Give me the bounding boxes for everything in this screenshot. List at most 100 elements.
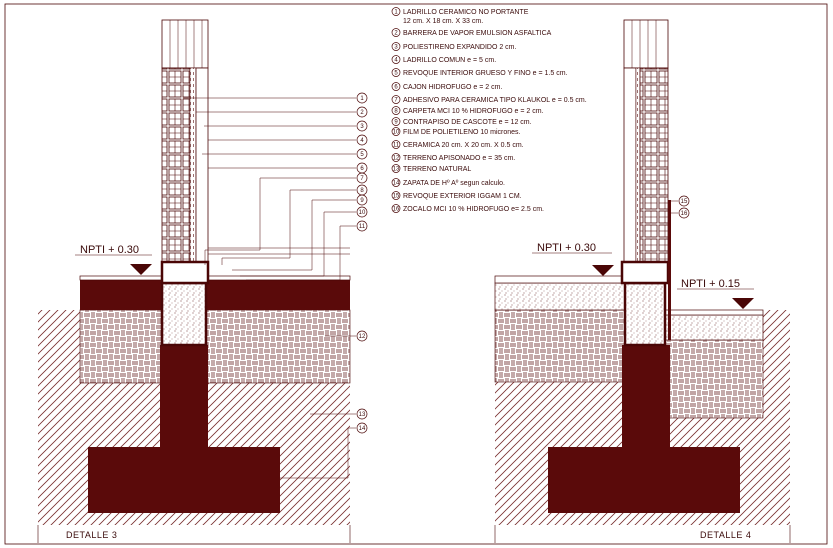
exterior-finish [664,309,764,316]
callout-circle [356,194,368,206]
legend-text: FILM DE POLIETILENO 10 micrones. [403,129,521,136]
floor-finish-2 [494,275,626,284]
callout-marker: 8 [356,184,368,196]
legend-number: 13 [393,167,400,173]
level-label-inner: NPTI + 0.30 [537,242,596,254]
legend-number: 16 [393,207,400,213]
wall-upper [161,19,209,69]
callout-marker: 15 [678,195,690,207]
callout-marker: 4 [356,134,368,146]
legend-text: POLIESTIRENO EXPANDIDO 2 cm. [403,44,517,51]
callout-marker: 13 [356,408,368,420]
legend-number: 8 [394,109,398,115]
callout-number: 16 [681,211,688,217]
legend-text: ZAPATA DE Hº Aº segun calculo. [403,180,505,187]
callout-number: 7 [360,176,364,182]
callout-number: 10 [359,210,366,216]
common-brick [195,67,209,263]
subfloor-slab [80,280,350,310]
footing-column-2 [622,345,670,450]
callout-circle [356,206,368,218]
callout-number: 9 [360,198,364,204]
callout-circle [356,330,368,342]
callout-number: 5 [360,152,364,158]
legend-text: CAJON HIDROFUGO e = 2 cm. [403,84,502,91]
legend-number: 15 [393,194,400,200]
callout-circle [356,408,368,420]
level-label-outer: NPTI + 0.15 [681,278,740,290]
legend-number-circle [391,178,401,187]
callout-marker: 7 [356,172,368,184]
legend-number: 11 [393,143,400,149]
foundation-beam-2 [623,281,667,347]
callout-circle [356,92,368,104]
foundation-beam [160,281,208,347]
common-brick-2 [623,67,637,263]
brick-wall-2 [639,67,669,263]
legend-number: 12 [393,156,400,162]
legend-number-circle [391,82,401,91]
legend-number: 2 [394,31,398,37]
legend-number-circle [391,164,401,173]
compacted-ground-2 [494,309,628,383]
legend-text: BARRERA DE VAPOR EMULSION ASFALTICA [403,30,552,37]
legend-subtext: 12 cm. X 18 cm. X 33 cm. [403,18,483,25]
legend-number: 3 [394,45,398,51]
level-marker-triangle-inner [592,265,614,276]
legend-text: LADRILLO COMUN e = 5 cm. [403,57,496,64]
legend-number-circle [391,191,401,200]
callout-marker: 3 [356,120,368,132]
callout-circle [678,195,690,207]
legend-item: 3 POLIESTIRENO EXPANDIDO 2 cm. [391,42,517,51]
footing-column [160,345,208,450]
legend-text: REVOQUE INTERIOR GRUESO Y FINO e = 1.5 c… [403,70,568,77]
callout-number: 4 [360,138,364,144]
legend-number-circle [391,204,401,213]
callout-number: 6 [360,166,364,172]
callout-marker: 10 [356,206,368,218]
exterior-slab [664,314,764,341]
legend-number-circle [391,117,401,126]
legend-number-circle [391,68,401,77]
floor-finish [79,275,351,281]
callout-marker: 16 [678,207,690,219]
callout-number: 1 [360,96,364,102]
callout-marker: 5 [356,148,368,160]
footing-base [88,447,280,513]
legend-number-circle [391,42,401,51]
legend-number: 10 [393,130,400,136]
callout-marker: 1 [356,92,368,104]
callout-number: 2 [360,110,364,116]
legend-number-circle [391,153,401,162]
callout-number: 14 [359,426,366,432]
callout-number: 15 [681,199,688,205]
legend-text: CONTRAPISO DE CASCOTE e = 12 cm. [403,119,532,126]
callout-marker: 9 [356,194,368,206]
detail3-title: DETALLE 3 [66,530,117,540]
legend-item: 5 REVOQUE INTERIOR GRUESO Y FINO e = 1.5 … [391,68,568,77]
legend-number-circle [391,127,401,136]
insulation-layer [189,67,197,263]
callout-circle [356,120,368,132]
callout-marker: 6 [356,162,368,174]
legend-number: 5 [394,71,398,77]
callout-number: 8 [360,188,364,194]
level-marker-triangle [130,264,152,275]
callout-circle [356,106,368,118]
legend-text: LADRILLO CERAMICO NO PORTANTE [403,9,529,16]
callout-number: 13 [359,412,366,418]
exterior-render [668,200,671,340]
legend-number-circle [391,55,401,64]
legend-text: TERRENO NATURAL [403,166,471,173]
